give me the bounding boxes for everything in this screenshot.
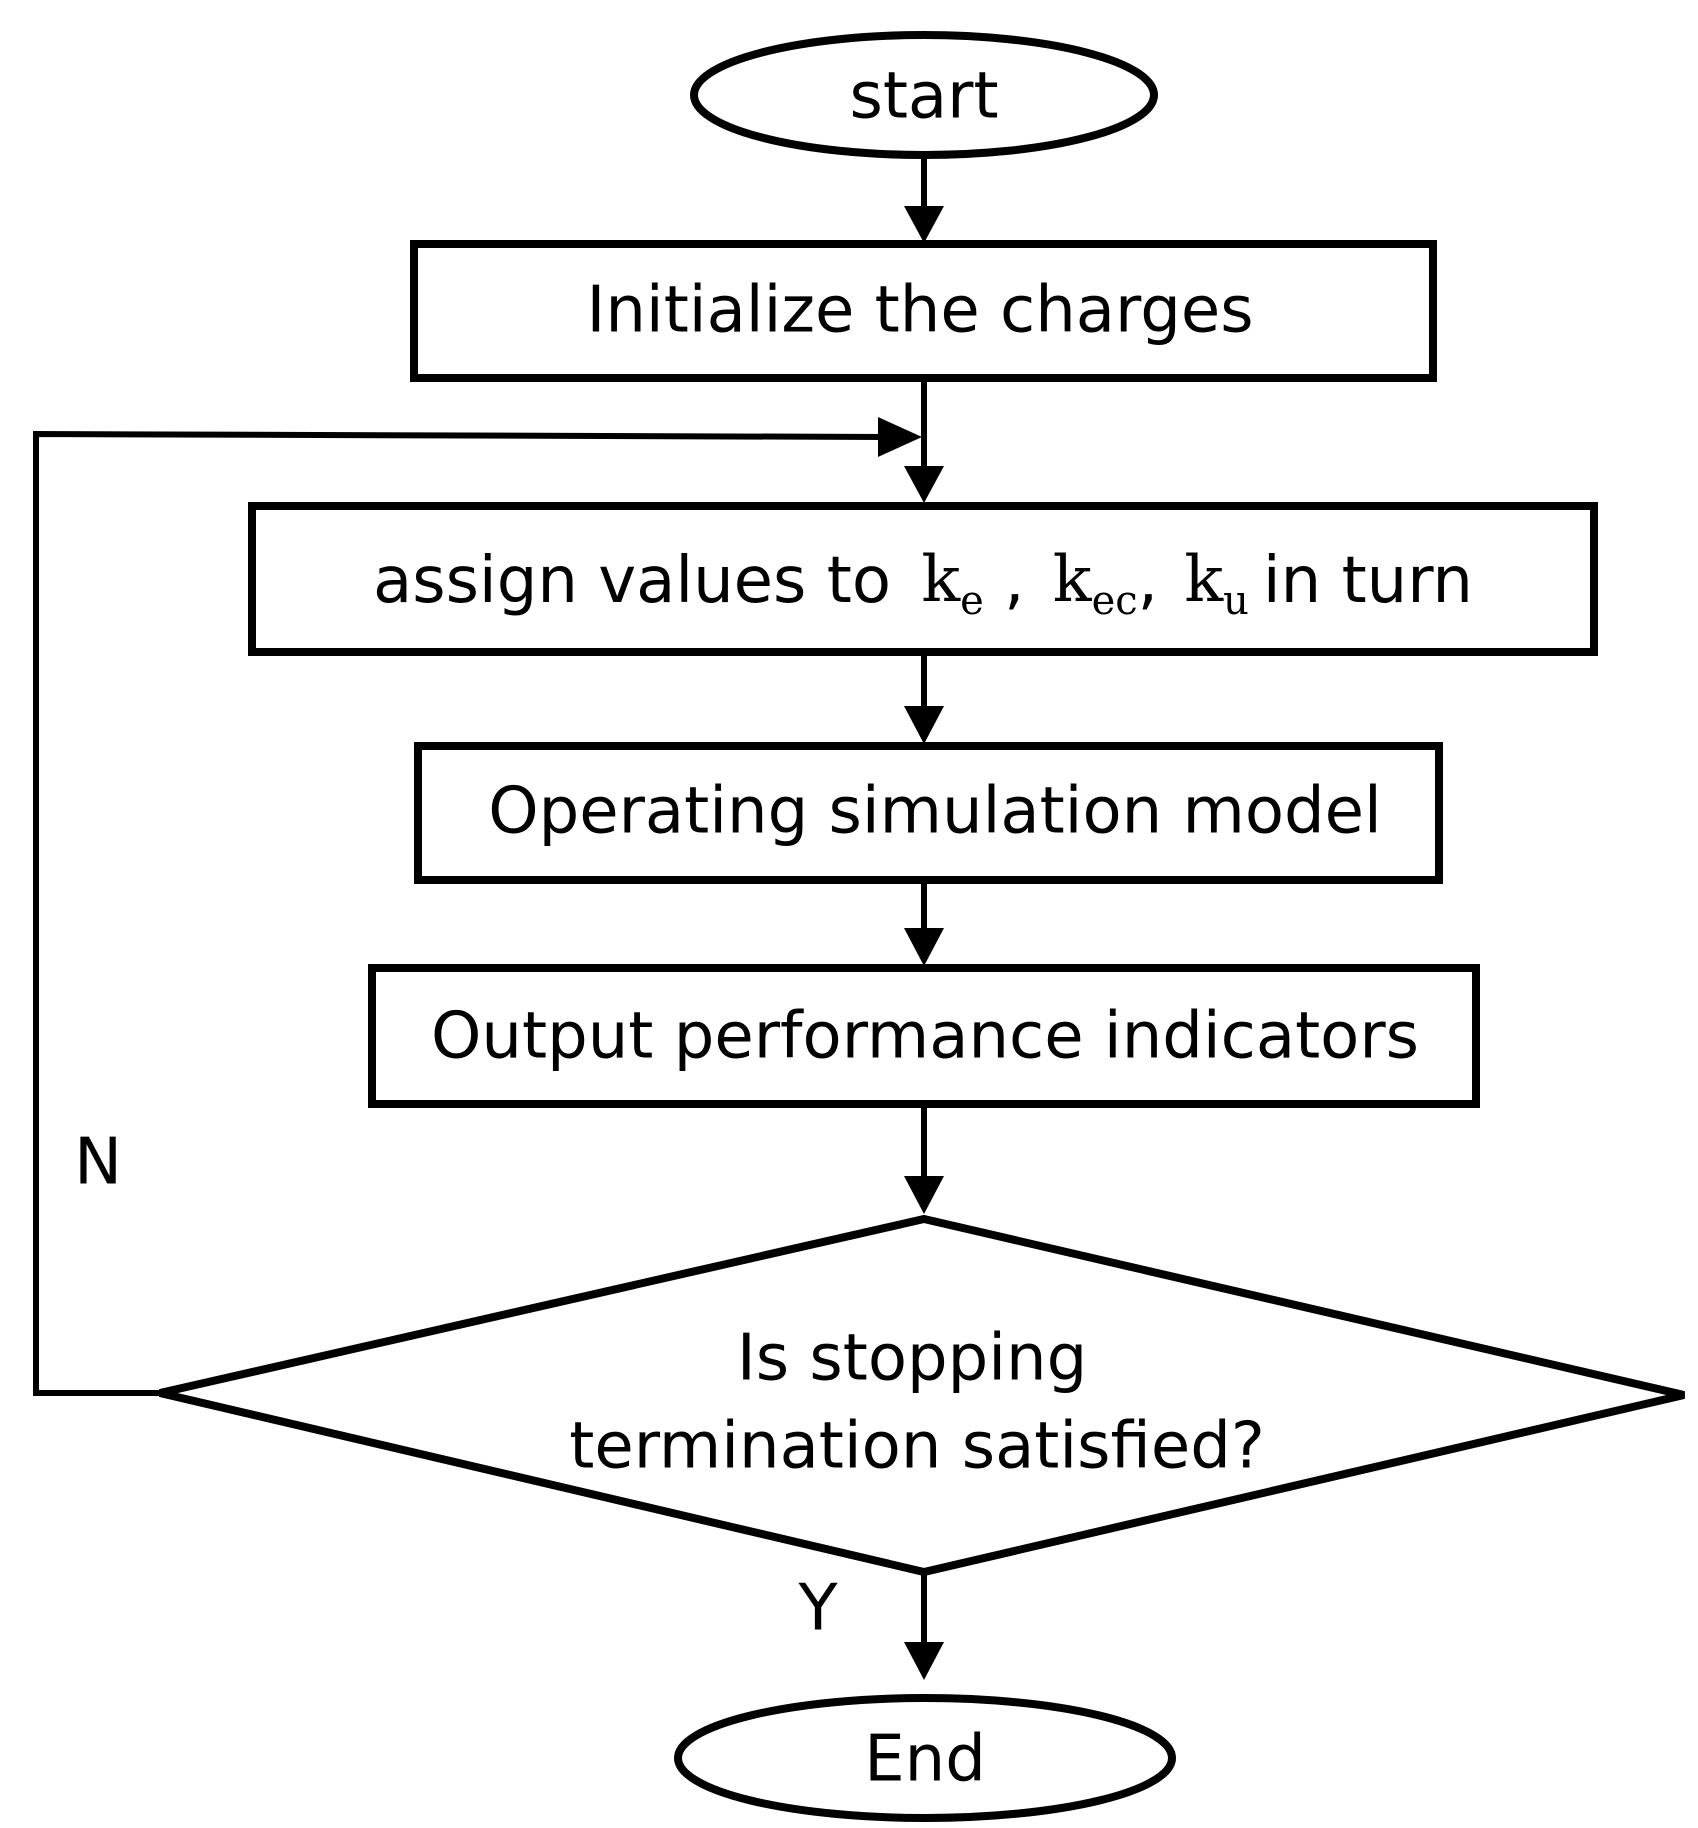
connectors bbox=[33, 146, 944, 1680]
arrowhead-simulate bbox=[904, 706, 944, 744]
edge-label-yes: Y bbox=[797, 1572, 838, 1646]
assign-suffix: in turn bbox=[1263, 544, 1473, 618]
arrowhead-end bbox=[904, 1642, 944, 1680]
decision-diamond bbox=[159, 1214, 1685, 1577]
simulate-process-box bbox=[414, 742, 1443, 884]
var-k-ec-subscript: ec bbox=[1092, 578, 1138, 624]
node-decision: Is stopping termination satisfied? bbox=[159, 1214, 1685, 1577]
start-terminal-shape bbox=[690, 31, 1158, 159]
var-k-u-base: k bbox=[1184, 543, 1224, 617]
decision-label-line2: termination satisfied? bbox=[569, 1410, 1265, 1484]
initialize-process-box bbox=[410, 240, 1437, 382]
edge-label-no: N bbox=[74, 1126, 122, 1200]
simulate-label: Operating simulation model bbox=[488, 775, 1382, 849]
var-k-e-subscript: e bbox=[960, 578, 984, 624]
node-end: End bbox=[674, 1694, 1176, 1822]
var-k-u-subscript: u bbox=[1223, 578, 1249, 624]
node-output: Output performance indicators bbox=[368, 964, 1480, 1108]
initialize-label: Initialize the charges bbox=[586, 274, 1253, 348]
node-simulate: Operating simulation model bbox=[414, 742, 1443, 884]
start-label: start bbox=[849, 60, 998, 134]
node-start: start bbox=[690, 31, 1158, 159]
separator-1: , bbox=[984, 544, 1025, 618]
arrowhead-assign bbox=[904, 466, 944, 503]
arrowhead-loop-back bbox=[878, 417, 922, 457]
output-label: Output performance indicators bbox=[431, 1000, 1419, 1074]
end-terminal-shape bbox=[674, 1694, 1176, 1822]
var-k-ec-base: k bbox=[1053, 543, 1093, 617]
assign-process-box bbox=[248, 502, 1598, 656]
output-process-box bbox=[368, 964, 1480, 1108]
arrowhead-output bbox=[904, 928, 944, 966]
assign-prefix: assign values to bbox=[373, 544, 891, 618]
edge-loop-back bbox=[33, 430, 887, 1396]
arrowhead-decision bbox=[904, 1176, 944, 1214]
separator-2: , bbox=[1138, 544, 1158, 618]
node-initialize: Initialize the charges bbox=[410, 240, 1437, 382]
arrowhead-initialize bbox=[904, 206, 944, 243]
decision-label-line1: Is stopping bbox=[737, 1322, 1087, 1396]
end-label: End bbox=[864, 1723, 986, 1797]
var-k-e-base: k bbox=[921, 543, 961, 617]
